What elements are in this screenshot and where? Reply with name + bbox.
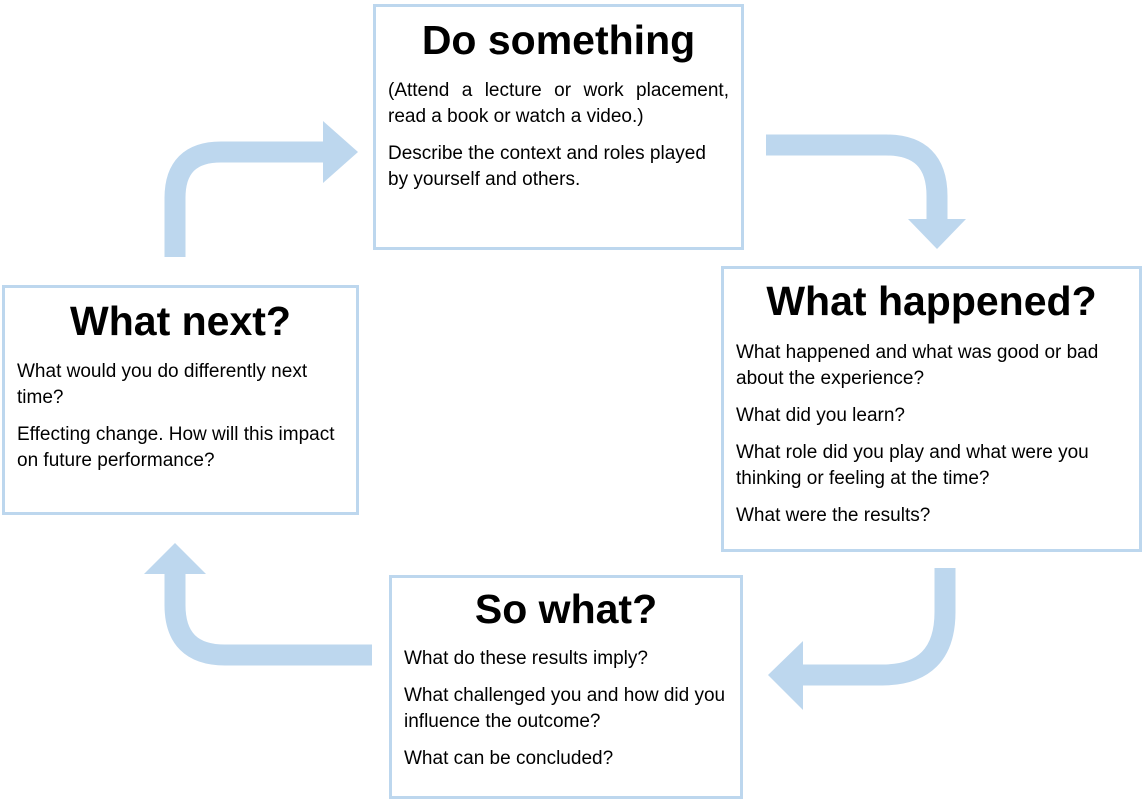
step-title: What next? bbox=[70, 298, 291, 344]
arrow-happened-to-sowhat-head bbox=[768, 641, 803, 710]
arrow-sowhat-to-next bbox=[144, 543, 372, 666]
step-do-something: Do something (Attend a lecture or work p… bbox=[373, 4, 744, 250]
arrow-do-to-happened-head bbox=[908, 219, 966, 249]
step-text: What would you do differently next time? bbox=[17, 361, 308, 408]
arrow-sowhat-to-next-shaft bbox=[164, 572, 372, 666]
arrow-sowhat-to-next-head bbox=[144, 543, 206, 574]
arrow-next-to-do-head bbox=[323, 121, 358, 183]
step-text: What role did you play and what were you… bbox=[736, 442, 1089, 489]
step-text: Describe the context and roles played by… bbox=[388, 143, 706, 190]
step-text: What do these results imply? bbox=[404, 648, 648, 669]
step-text: What did you learn? bbox=[736, 405, 905, 426]
arrow-next-to-do bbox=[164, 121, 358, 257]
step-text: What challenged you and how did you infl… bbox=[404, 685, 726, 732]
step-text: (Attend a lecture or work placement, rea… bbox=[388, 80, 729, 127]
step-what-next: What next? What would you do differently… bbox=[2, 285, 359, 515]
step-what-happened: What happened? What happened and what wa… bbox=[721, 266, 1142, 552]
step-text: What can be concluded? bbox=[404, 748, 614, 769]
arrow-do-to-happened bbox=[766, 134, 966, 249]
arrow-next-to-do-shaft bbox=[164, 141, 325, 257]
step-title: So what? bbox=[474, 586, 658, 632]
step-title: What happened? bbox=[766, 278, 1097, 324]
step-title: Do something bbox=[421, 17, 696, 63]
step-text: What were the results? bbox=[736, 505, 931, 526]
step-text: What happened and what was good or bad a… bbox=[736, 342, 1099, 389]
step-so-what: So what? What do these results imply? Wh… bbox=[389, 575, 743, 799]
arrow-do-to-happened-shaft bbox=[766, 134, 948, 220]
step-text: Effecting change. How will this impact o… bbox=[17, 424, 335, 471]
arrow-happened-to-sowhat bbox=[768, 568, 956, 710]
arrow-happened-to-sowhat-shaft bbox=[800, 568, 956, 686]
